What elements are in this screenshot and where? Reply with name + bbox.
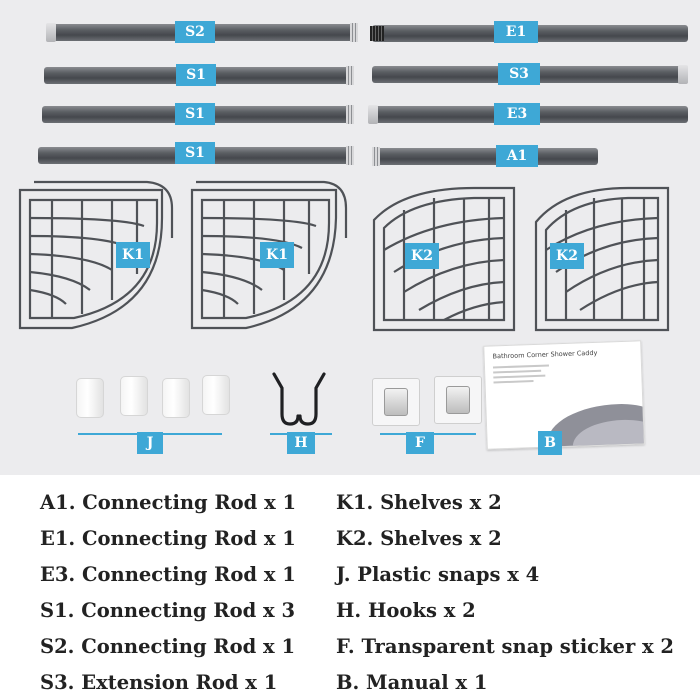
shelf-label-k2-b: K2 bbox=[550, 243, 584, 269]
shelf-k2-left bbox=[364, 180, 524, 340]
rod-end-cap bbox=[368, 105, 378, 124]
parts-list-item: S3. Extension Rod x 1 bbox=[40, 671, 278, 694]
parts-list-item: F. Transparent snap sticker x 2 bbox=[336, 635, 674, 658]
rod-end-cap bbox=[46, 23, 56, 42]
parts-list-item: A1. Connecting Rod x 1 bbox=[40, 491, 297, 514]
accessory-label-h: H bbox=[287, 432, 315, 454]
parts-list: A1. Connecting Rod x 1 E1. Connecting Ro… bbox=[0, 475, 700, 700]
rod-label-e3: E3 bbox=[494, 103, 540, 125]
plastic-snap bbox=[162, 378, 190, 418]
snap-sticker bbox=[372, 378, 420, 426]
manual-text-line bbox=[493, 369, 542, 373]
manual-text-line bbox=[492, 364, 549, 368]
manual-title: Bathroom Corner Shower Caddy bbox=[492, 348, 598, 361]
shelf-k1-right bbox=[184, 178, 354, 338]
accessory-label-f: F bbox=[406, 432, 434, 454]
product-photo: S2 E1 S1 S3 S1 E3 S1 A1 K1 bbox=[0, 0, 700, 475]
rod-a1 bbox=[372, 147, 598, 166]
shelf-k1-left bbox=[12, 178, 182, 338]
rod-label-s2: S2 bbox=[175, 21, 215, 43]
sticker-hook-icon bbox=[384, 388, 408, 416]
rod-end-ring bbox=[372, 147, 380, 166]
rod-thread bbox=[370, 26, 384, 41]
rod-label-a1: A1 bbox=[496, 145, 538, 167]
rod-label-s1-c: S1 bbox=[175, 142, 215, 164]
shelf-label-k2-a: K2 bbox=[405, 243, 439, 269]
rod-end-cap bbox=[678, 65, 688, 84]
parts-list-item: K1. Shelves x 2 bbox=[336, 491, 502, 514]
accessory-label-b: B bbox=[538, 431, 562, 455]
rod-end-ring bbox=[346, 66, 354, 85]
shelf-label-k1-a: K1 bbox=[116, 242, 150, 268]
rod-label-s1-a: S1 bbox=[176, 64, 216, 86]
rod-end-ring bbox=[346, 105, 354, 124]
parts-list-item: E1. Connecting Rod x 1 bbox=[40, 527, 296, 550]
hooks-icon bbox=[272, 372, 326, 426]
plastic-snap bbox=[76, 378, 104, 418]
accessory-label-j: J bbox=[137, 432, 163, 454]
parts-list-item: E3. Connecting Rod x 1 bbox=[40, 563, 296, 586]
snap-sticker bbox=[434, 376, 482, 424]
sticker-hook-icon bbox=[446, 386, 470, 414]
parts-list-item: S2. Connecting Rod x 1 bbox=[40, 635, 296, 658]
manual-text-line bbox=[493, 374, 546, 378]
plastic-snap bbox=[120, 376, 148, 416]
parts-list-item: B. Manual x 1 bbox=[336, 671, 488, 694]
parts-list-item: H. Hooks x 2 bbox=[336, 599, 476, 622]
rod-end-ring bbox=[346, 146, 354, 165]
plastic-snap bbox=[202, 375, 230, 415]
rod-label-e1: E1 bbox=[494, 21, 538, 43]
shelf-k2-right bbox=[528, 182, 678, 338]
manual-text-line bbox=[493, 380, 534, 383]
parts-list-item: S1. Connecting Rod x 3 bbox=[40, 599, 296, 622]
rod-label-s3: S3 bbox=[498, 63, 540, 85]
rod-label-s1-b: S1 bbox=[175, 103, 215, 125]
rod-end-ring bbox=[350, 23, 358, 42]
shelf-label-k1-b: K1 bbox=[260, 242, 294, 268]
manual-booklet: Bathroom Corner Shower Caddy bbox=[483, 340, 645, 450]
parts-list-item: K2. Shelves x 2 bbox=[336, 527, 502, 550]
parts-list-item: J. Plastic snaps x 4 bbox=[336, 563, 540, 586]
